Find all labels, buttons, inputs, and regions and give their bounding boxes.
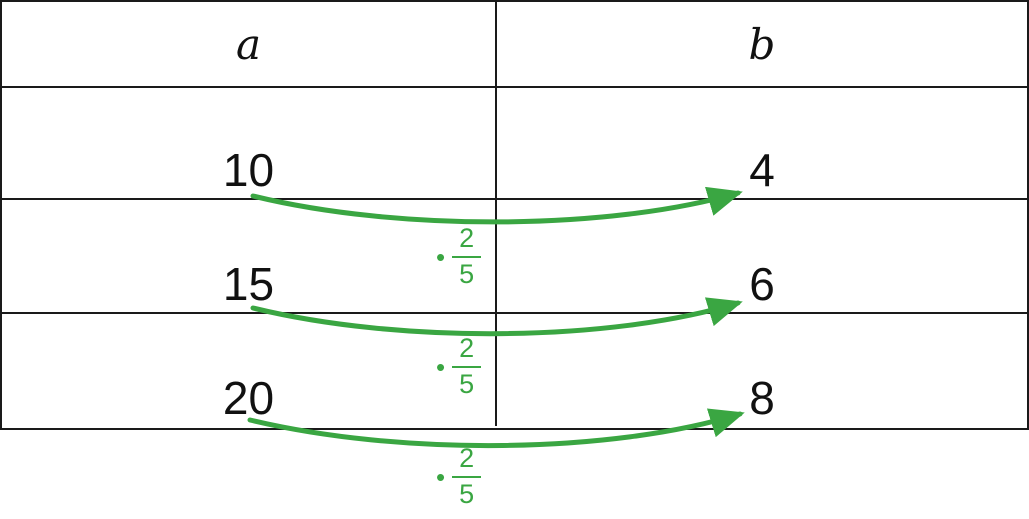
cell-b-row2: 6 [497,200,1027,314]
ratio-table: a b 10 4 15 6 20 8 [0,0,1029,430]
cell-a-row1: 10 [2,88,497,200]
fraction-numerator: 2 [452,223,482,258]
multiply-dot-icon: • [436,461,446,492]
fraction-denominator: 5 [459,368,475,399]
fraction-two-fifths: 2 5 [452,333,482,399]
multiplier-label-row1: • 2 5 [436,223,482,289]
multiplier-label-row3: • 2 5 [436,443,482,509]
cell-a-row2: 15 [2,200,497,314]
fraction-numerator: 2 [452,333,482,368]
multiply-dot-icon: • [436,351,446,382]
fraction-denominator: 5 [459,258,475,289]
cell-b-row1: 4 [497,88,1027,200]
fraction-denominator: 5 [459,478,475,509]
multiply-dot-icon: • [436,241,446,272]
cell-a-row3: 20 [2,314,497,426]
fraction-numerator: 2 [452,443,482,478]
multiplier-label-row2: • 2 5 [436,333,482,399]
column-b-header: b [497,2,1027,88]
fraction-two-fifths: 2 5 [452,223,482,289]
column-a-header: a [2,2,497,88]
cell-b-row3: 8 [749,372,775,424]
fraction-two-fifths: 2 5 [452,443,482,509]
